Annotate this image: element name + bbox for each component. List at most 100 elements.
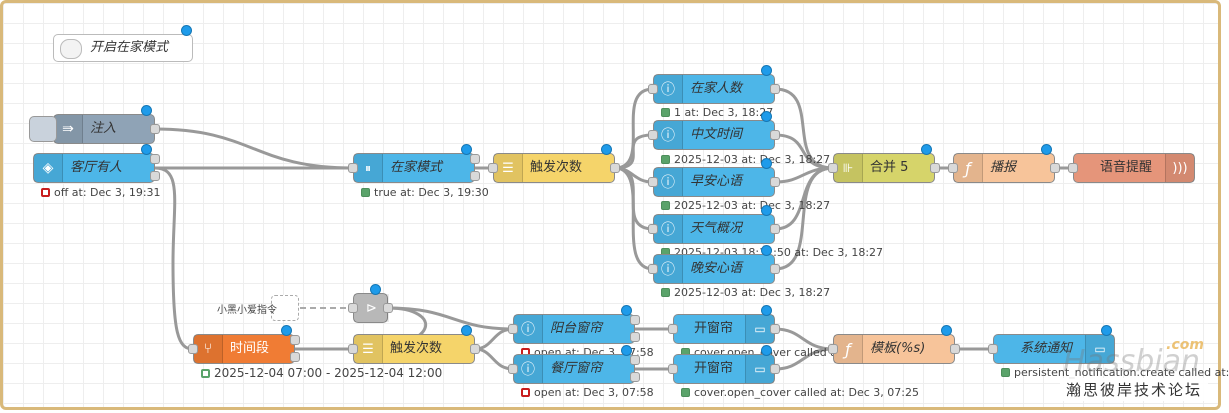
input-port[interactable] [188,344,198,354]
open-curtain-node-1[interactable]: 开窗帘 ▭ [673,314,775,344]
output-port[interactable] [630,332,640,342]
input-port[interactable] [1068,163,1078,173]
node-label: 在家模式 [390,160,443,175]
output-port[interactable] [950,344,960,354]
changed-indicator [761,245,772,256]
output-port[interactable] [770,264,780,274]
time-range-switch-node[interactable]: ⑂ 时间段 [193,334,295,364]
changed-indicator [921,144,932,155]
trigger-count-node-bottom[interactable]: ☰ 触发次数 [353,334,475,364]
balcony-curtain-node[interactable]: ⓘ 阳台窗帘 [513,314,635,344]
voice-alert-node[interactable]: 语音提醒 ))) [1073,153,1195,183]
inject-node[interactable]: ⇛ 注入 [53,114,155,144]
comment-label: 开启在家模式 [90,40,169,55]
input-port[interactable] [828,163,838,173]
merge-node[interactable]: ⊪ 合并 5 [833,153,935,183]
link-in-node[interactable] [271,295,299,321]
output-port[interactable] [1050,163,1060,173]
night-node[interactable]: ⓘ 晚安心语 [653,254,775,284]
open-curtain-node-2[interactable]: 开窗帘 ▭ [673,354,775,384]
dining-curtain-node[interactable]: ⓘ 餐厅窗帘 [513,354,635,384]
input-port[interactable] [508,364,518,374]
node-label: 触发次数 [530,160,583,175]
output-port[interactable] [770,177,780,187]
system-notify-node[interactable]: 系统通知 ▭ [993,334,1115,364]
output-port[interactable] [150,154,160,164]
output-port[interactable] [630,315,640,325]
info-icon: ⓘ [654,121,683,149]
info-icon: ⓘ [514,355,543,383]
output-port[interactable] [470,171,480,181]
wire [387,306,514,331]
filter-node[interactable]: ⊳ [353,293,389,323]
changed-indicator [461,325,472,336]
input-port[interactable] [648,224,658,234]
output-port[interactable] [770,84,780,94]
home-count-node[interactable]: ⓘ 在家人数 [653,74,775,104]
output-port[interactable] [383,303,393,313]
morning-node[interactable]: ⓘ 早安心语 [653,167,775,197]
input-port[interactable] [348,303,358,313]
output-port[interactable] [470,344,480,354]
cn-time-node[interactable]: ⓘ 中文时间 [653,120,775,150]
broadcast-function-node[interactable]: ƒ 播报 [953,153,1055,183]
input-port[interactable] [988,344,998,354]
node-label: 餐厅窗帘 [550,361,603,376]
input-port[interactable] [508,324,518,334]
wire [614,133,654,170]
output-port[interactable] [770,224,780,234]
info-icon: ⓘ [654,75,683,103]
output-port[interactable] [770,130,780,140]
output-port[interactable] [610,163,620,173]
output-port[interactable] [930,163,940,173]
changed-indicator [621,345,632,356]
speech-bubble-icon [60,39,82,59]
output-port[interactable] [290,352,300,362]
output-port[interactable] [470,154,480,164]
weather-node[interactable]: ⓘ 天气概况 [653,214,775,244]
input-port[interactable] [348,344,358,354]
changed-indicator [1041,144,1052,155]
input-port[interactable] [348,163,358,173]
watermark-forum: 瀚思彼岸技术论坛 [1059,378,1208,401]
input-port[interactable] [648,130,658,140]
output-port[interactable] [770,324,780,334]
output-port[interactable] [150,124,160,134]
changed-indicator [621,305,632,316]
info-icon: ⓘ [514,315,543,343]
node-label: 在家人数 [690,81,743,96]
wire [614,166,654,271]
input-port[interactable] [828,344,838,354]
input-port[interactable] [948,163,958,173]
output-port[interactable] [150,171,160,181]
node-label: 语音提醒 [1100,160,1153,175]
comment-node[interactable]: 开启在家模式 [53,34,193,62]
inject-trigger-button[interactable] [29,116,57,142]
output-port[interactable] [630,372,640,382]
input-port[interactable] [668,364,678,374]
node-label: 开窗帘 [694,361,734,376]
sound-wave-icon: ))) [1165,154,1194,182]
wire [154,127,354,170]
output-port[interactable] [290,335,300,345]
input-port[interactable] [648,177,658,187]
home-mode-node[interactable]: ⏸ 在家模式 [353,153,475,183]
function-icon: ƒ [834,335,863,363]
input-port[interactable] [488,163,498,173]
living-room-node[interactable]: ◈ 客厅有人 [33,153,155,183]
template-function-node[interactable]: ƒ 模板(%s) [833,334,955,364]
counter-icon: ☰ [494,154,523,182]
output-port[interactable] [770,364,780,374]
arrow-right-icon: ⇛ [54,115,83,143]
changed-indicator [761,65,772,76]
input-port[interactable] [648,84,658,94]
node-status: 2025-12-03 at: Dec 3, 18:27 [661,153,830,166]
input-port[interactable] [668,324,678,334]
node-label: 模板(%s) [870,341,926,356]
output-port[interactable] [630,355,640,365]
function-icon: ƒ [954,154,983,182]
trigger-count-node[interactable]: ☰ 触发次数 [493,153,615,183]
input-port[interactable] [648,264,658,274]
changed-indicator [181,25,192,36]
